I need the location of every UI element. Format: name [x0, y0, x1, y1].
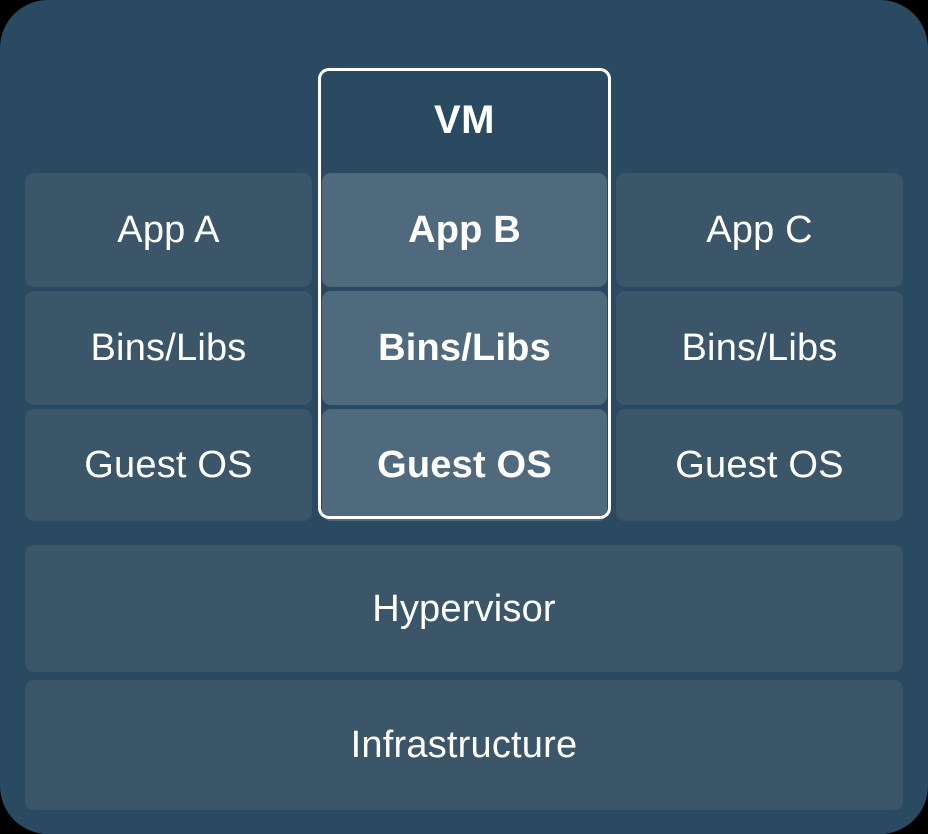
vm-label-text: VM: [434, 97, 495, 142]
layer-label: Infrastructure: [350, 724, 578, 766]
stack-cell-label: Bins/Libs: [378, 327, 551, 369]
stack-cell-guest-os-left[interactable]: Guest OS: [25, 409, 312, 521]
stack-cell-label: Bins/Libs: [681, 327, 838, 369]
stack-cell-label: Guest OS: [377, 444, 552, 486]
stack-cell-binslibs-right[interactable]: Bins/Libs: [616, 291, 903, 405]
stack-cell-label: Bins/Libs: [90, 327, 247, 369]
vm-label: VM: [318, 68, 611, 172]
stack-cell-binslibs-middle[interactable]: Bins/Libs: [322, 291, 607, 405]
layer-label: Hypervisor: [372, 587, 556, 630]
stack-cell-guest-os-right[interactable]: Guest OS: [616, 409, 903, 521]
stack-cell-label: App C: [706, 209, 813, 251]
stack-cell-app-c[interactable]: App C: [616, 173, 903, 287]
stack-cell-guest-os-middle[interactable]: Guest OS: [322, 409, 607, 521]
stack-cell-label: Guest OS: [84, 444, 253, 486]
stack-cell-binslibs-left[interactable]: Bins/Libs: [25, 291, 312, 405]
layer-hypervisor[interactable]: Hypervisor: [25, 545, 903, 672]
layer-infrastructure[interactable]: Infrastructure: [25, 680, 903, 810]
stack-cell-label: App A: [117, 209, 220, 251]
stack-cell-app-a[interactable]: App A: [25, 173, 312, 287]
stack-cell-label: Guest OS: [675, 444, 844, 486]
stack-cell-label: App B: [408, 209, 521, 251]
stack-cell-app-b[interactable]: App B: [322, 173, 607, 287]
